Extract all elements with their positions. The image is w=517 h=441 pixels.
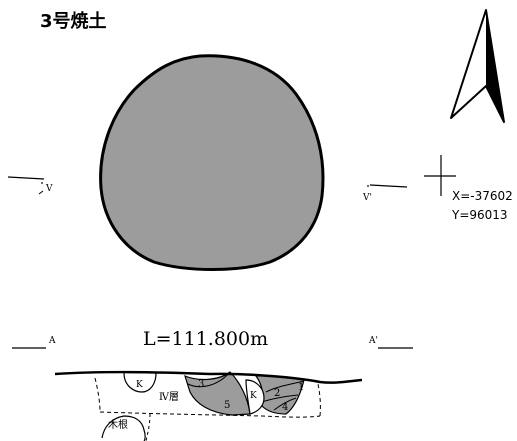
plan-marker-left-label: V <box>45 184 53 194</box>
section-label-k-left: K <box>136 380 143 390</box>
section-label-layer: Ⅳ層 <box>159 391 179 403</box>
section-label-2: 2 <box>274 388 280 399</box>
section-label-5: 5 <box>224 400 230 411</box>
plan-marker-right <box>367 184 408 188</box>
section-marker-right-label: A' <box>368 336 378 346</box>
section-label-k-right: K <box>250 391 257 401</box>
burnt-soil-plan <box>99 54 325 271</box>
coordinate-y: Y=96013 <box>451 208 508 222</box>
coordinate-cross-icon <box>424 155 456 196</box>
section-label-1: 1 <box>298 382 304 393</box>
section-drawing <box>54 370 363 441</box>
section-label-3: 3 <box>198 379 204 390</box>
plan-marker-left <box>7 176 45 195</box>
north-arrow-icon <box>450 9 505 123</box>
plan-marker-right-label: V' <box>362 193 372 203</box>
section-label-4: 4 <box>282 402 288 413</box>
coordinate-x: X=-37602 <box>452 189 513 203</box>
figure-title: 3号焼土 <box>40 10 107 32</box>
section-marker-left-label: A <box>48 336 56 346</box>
elevation-label: L=111.800m <box>143 328 268 350</box>
section-label-root: 木根 <box>108 418 128 431</box>
